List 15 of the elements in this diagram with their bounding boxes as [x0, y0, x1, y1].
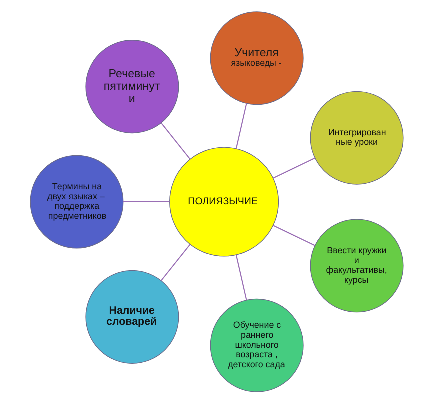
connector — [236, 254, 248, 300]
connector — [273, 225, 316, 246]
connector — [273, 158, 316, 179]
connector — [236, 104, 248, 150]
node-circle: Ввести кружки и факультативы, курсы — [310, 219, 404, 313]
connector — [123, 201, 170, 203]
node-circle: Учителя языковеды - — [210, 12, 304, 106]
node-circle: Наличие словарей — [86, 270, 180, 364]
connector — [161, 244, 191, 282]
node-circle: ПОЛИЯЗЫЧИЕ — [170, 147, 280, 257]
node-circle: Термины на двух языках – поддержка предметников — [30, 155, 124, 249]
connector — [161, 122, 191, 160]
node-circle: Обучение с раннего школьного возраста , детского сада — [210, 298, 304, 392]
node-circle: Речевые пятиминут и — [86, 40, 180, 134]
node-circle: Интегрирован ные уроки — [310, 91, 404, 185]
